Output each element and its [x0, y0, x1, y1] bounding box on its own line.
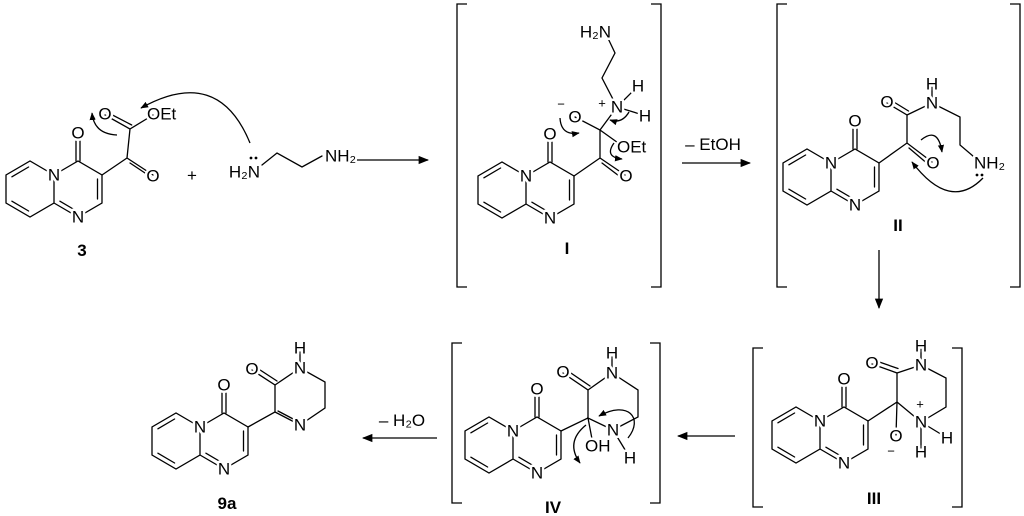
atom-h: H [915, 443, 927, 462]
intermediate-IV: O N H N H OH [465, 341, 639, 483]
atom-h: H [941, 429, 953, 448]
intermediate-III: O N H N + H H O − [772, 334, 956, 473]
core-ring [152, 376, 248, 479]
negative-charge: − [887, 444, 895, 459]
bracket-left [752, 347, 763, 508]
core-ring [478, 125, 574, 228]
bracket-left [456, 3, 467, 288]
atom-nh2: NH₂ [325, 147, 356, 166]
lone-pair [975, 173, 979, 177]
curved-arrow [89, 112, 118, 136]
atom-o: O [146, 167, 159, 186]
positive-charge: + [916, 397, 924, 412]
bracket-left [776, 3, 787, 288]
curved-arrow [573, 424, 587, 464]
positive-charge: + [598, 96, 606, 111]
curved-arrow [920, 134, 945, 153]
atom-o: O [619, 167, 632, 186]
atom-n-plus: N [915, 413, 927, 432]
atom-o: O [98, 105, 111, 124]
atom-oh: OH [585, 437, 611, 456]
atom-o: O [865, 354, 878, 373]
bracket-right [651, 3, 662, 288]
ethylenediamine: H₂N NH₂ [226, 144, 358, 184]
compound-label-3: 3 [77, 241, 86, 260]
atom-o: O [926, 154, 939, 173]
negative-charge: − [557, 97, 565, 112]
atom-n: N [607, 421, 619, 440]
atom-h: H [624, 449, 636, 468]
product-9a: O N H N [152, 336, 326, 479]
core-ring [6, 124, 102, 227]
intermediate-II: O O N H NH₂ [783, 72, 1008, 215]
plus-sign: + [187, 166, 197, 185]
atom-h: H [632, 77, 644, 96]
lone-pair [254, 156, 258, 160]
compound-3: O O OEt [6, 102, 179, 227]
atom-n: N [926, 94, 938, 113]
curved-arrow [140, 92, 251, 144]
atom-n: N [294, 416, 306, 435]
atom-n: N [915, 356, 927, 375]
atom-o: O [556, 363, 569, 382]
compound-label-I: I [565, 239, 570, 258]
atom-h2n: H₂N [580, 23, 611, 42]
atom-oet: OEt [617, 138, 647, 157]
minus-h2o-label: – H₂O [379, 411, 425, 430]
core-ring [465, 380, 561, 483]
atom-h: H [915, 337, 927, 356]
curved-arrow [609, 111, 630, 126]
curved-arrow [559, 117, 580, 138]
atom-h: H [606, 344, 618, 363]
atom-h: H [294, 339, 306, 358]
atom-o-minus: O [889, 427, 902, 446]
core-ring [783, 112, 879, 215]
bracket-right [952, 347, 963, 508]
atom-n: N [294, 359, 306, 378]
atom-nh2: NH₂ [974, 154, 1005, 173]
atom-h: H [639, 107, 651, 126]
lone-pair [249, 156, 253, 160]
compound-label-IV: IV [545, 498, 562, 516]
atom-h: H [926, 75, 938, 94]
atom-o-minus: O [568, 108, 581, 127]
compound-label-III: III [867, 489, 881, 508]
minus-etoh-label: – EtOH [685, 135, 741, 154]
atom-oet: OEt [147, 105, 177, 124]
atom-o: O [880, 93, 893, 112]
curved-arrow [911, 161, 984, 193]
compound-label-II: II [893, 216, 902, 235]
compound-label-9a: 9a [218, 494, 237, 513]
atom-o: O [245, 360, 258, 379]
atom-n-plus: N [611, 98, 623, 117]
atom-n: N [606, 364, 618, 383]
curved-arrow [609, 142, 623, 162]
lone-pair [980, 173, 984, 177]
atom-h2n: H₂N [229, 163, 260, 182]
intermediate-I: O O − OEt N + H H H₂N [478, 20, 654, 228]
bracket-right [650, 342, 661, 504]
core-ring [772, 370, 868, 473]
bracket-left [451, 342, 462, 504]
bracket-right [1010, 3, 1021, 288]
curved-arrow [598, 409, 635, 439]
